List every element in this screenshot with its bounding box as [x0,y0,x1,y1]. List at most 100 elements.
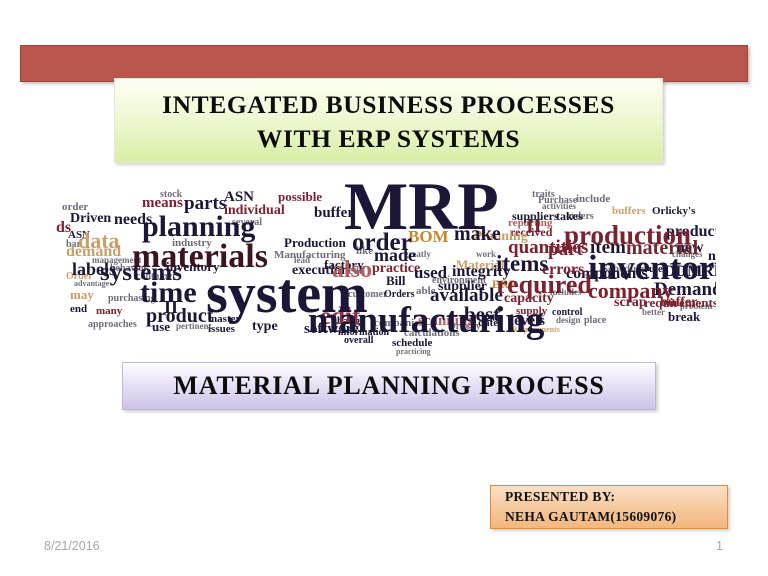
word-cloud-term: Driven [70,211,112,226]
word-cloud-term: Production [284,235,346,250]
word-cloud-term: type [252,319,278,334]
word-cloud-term: end [70,303,88,315]
word-cloud-term: II [164,297,179,317]
word-cloud-term: meet [338,263,363,277]
word-cloud-term: possible [278,189,323,204]
word-cloud-term: issues [208,323,235,335]
word-cloud-term: practicing [396,347,431,356]
word-cloud-term: integrity [452,263,511,280]
word-cloud-term: Bill [386,273,406,288]
word-cloud-term: system [206,263,368,325]
word-cloud-term: container [136,271,177,282]
word-cloud-term: individual [224,203,285,218]
word-cloud-term: design [556,315,581,325]
word-cloud-term: greatly [404,249,431,259]
word-cloud-term: ASN [224,189,255,205]
word-cloud-term: needs [114,211,153,228]
word-cloud-term: includes [550,287,582,297]
word-cloud-term: supply [516,305,548,317]
word-cloud-term: reporting [508,217,553,229]
word-cloud-term: components [566,265,648,282]
word-cloud-term: activities [542,201,576,211]
word-cloud-term: may [70,287,94,302]
word-cloud-term: available [430,285,503,306]
word-cloud-term: production [564,220,692,250]
word-cloud-term: several [232,217,262,228]
word-cloud-term: requirements [644,295,716,310]
word-cloud-term: Requirements [512,325,560,334]
word-cloud-term: need [708,249,716,264]
word-cloud-term: data [78,228,120,253]
word-cloud-term: change [332,315,365,327]
word-cloud-term: software [304,321,359,337]
word-cloud-term: also [332,257,373,283]
word-cloud-term: buffer [314,205,354,221]
word-cloud-term: place [584,315,607,326]
word-cloud-term: behavior [110,263,148,274]
word-cloud-term: purchasing [108,293,156,304]
word-cloud-term: scrap [614,295,647,310]
word-cloud-term: Demand [654,279,716,300]
word-cloud-term: work [476,249,496,259]
word-cloud-term: product [146,305,214,327]
word-cloud-term: parts [184,193,227,214]
word-cloud-term: time [140,276,197,309]
word-cloud-term: order [62,201,89,213]
word-cloud-term: advantage [74,279,110,288]
word-cloud-term: buffer [660,295,698,310]
word-cloud-term: labels [72,259,117,279]
word-cloud-term: planning [142,210,256,243]
word-cloud-term: ASN [68,229,91,241]
word-cloud-term: item [590,237,626,258]
word-cloud-term: dates [478,317,503,329]
subtitle-banner-text: MATERIAL PLANNING PROCESS [173,371,605,400]
word-cloud-term: include [576,193,611,205]
word-cloud-term: companies [374,317,424,329]
word-cloud-image: MRPsystemmanufacturinginventorymaterials… [56,168,716,358]
word-cloud-term: lead [294,255,311,265]
presenter-box: PRESENTED BY: NEHA GAUTAM(15609076) [490,485,728,529]
word-cloud-term: overall [344,335,374,346]
word-cloud-term: bar [66,239,81,250]
word-cloud-term: required [496,270,592,299]
word-cloud-term: break [668,309,701,324]
word-cloud-term: master [208,313,241,325]
word-cloud-term: suppliers [512,209,559,223]
word-cloud-term: ERP [492,277,516,291]
word-cloud-term: many [96,305,123,317]
footer-date: 8/21/2016 [44,539,100,553]
title-box: INTEGATED BUSINESS PROCESSES WITH ERP SY… [114,78,663,163]
word-cloud-term: calculations [404,327,460,339]
word-cloud-term: manufacturing [308,300,545,341]
word-cloud-term: Order [66,271,93,282]
word-cloud-term: BOM [408,227,449,246]
word-cloud-term: inventory [588,248,716,287]
word-cloud-term: Orlicky's [652,205,696,217]
word-cloud-term: products [666,223,716,240]
footer-page-number: 1 [716,539,723,553]
word-cloud-term: Orlicky's [448,321,488,332]
word-cloud-term: supplier [438,279,488,294]
word-cloud-term: information [338,327,390,338]
word-cloud-term: control [552,307,583,318]
word-cloud-term: DDMRP [664,263,716,280]
word-cloud-term: quantities [508,237,589,258]
word-cloud-term: means [142,195,183,211]
word-cloud-term: best [464,302,501,326]
word-cloud-term: buffers [612,205,646,217]
word-cloud-term: able [416,285,436,297]
word-cloud-term: used [414,263,448,282]
presenter-name: NEHA GAUTAM(15609076) [505,509,677,524]
word-cloud-term: make [454,223,501,245]
word-cloud-term: MRP [344,168,499,244]
word-cloud-term: scanning [418,313,475,329]
word-cloud-term: customer [348,289,388,300]
word-cloud-term: order [352,229,412,256]
word-cloud-term: use [152,319,171,334]
word-cloud-term: better [642,307,665,317]
word-cloud-term: errors [542,261,585,278]
word-cloud-term: factory [324,257,364,272]
word-cloud-term: management [92,255,142,265]
word-cloud-term: II [526,215,542,237]
word-cloud-term: practice [372,261,421,276]
